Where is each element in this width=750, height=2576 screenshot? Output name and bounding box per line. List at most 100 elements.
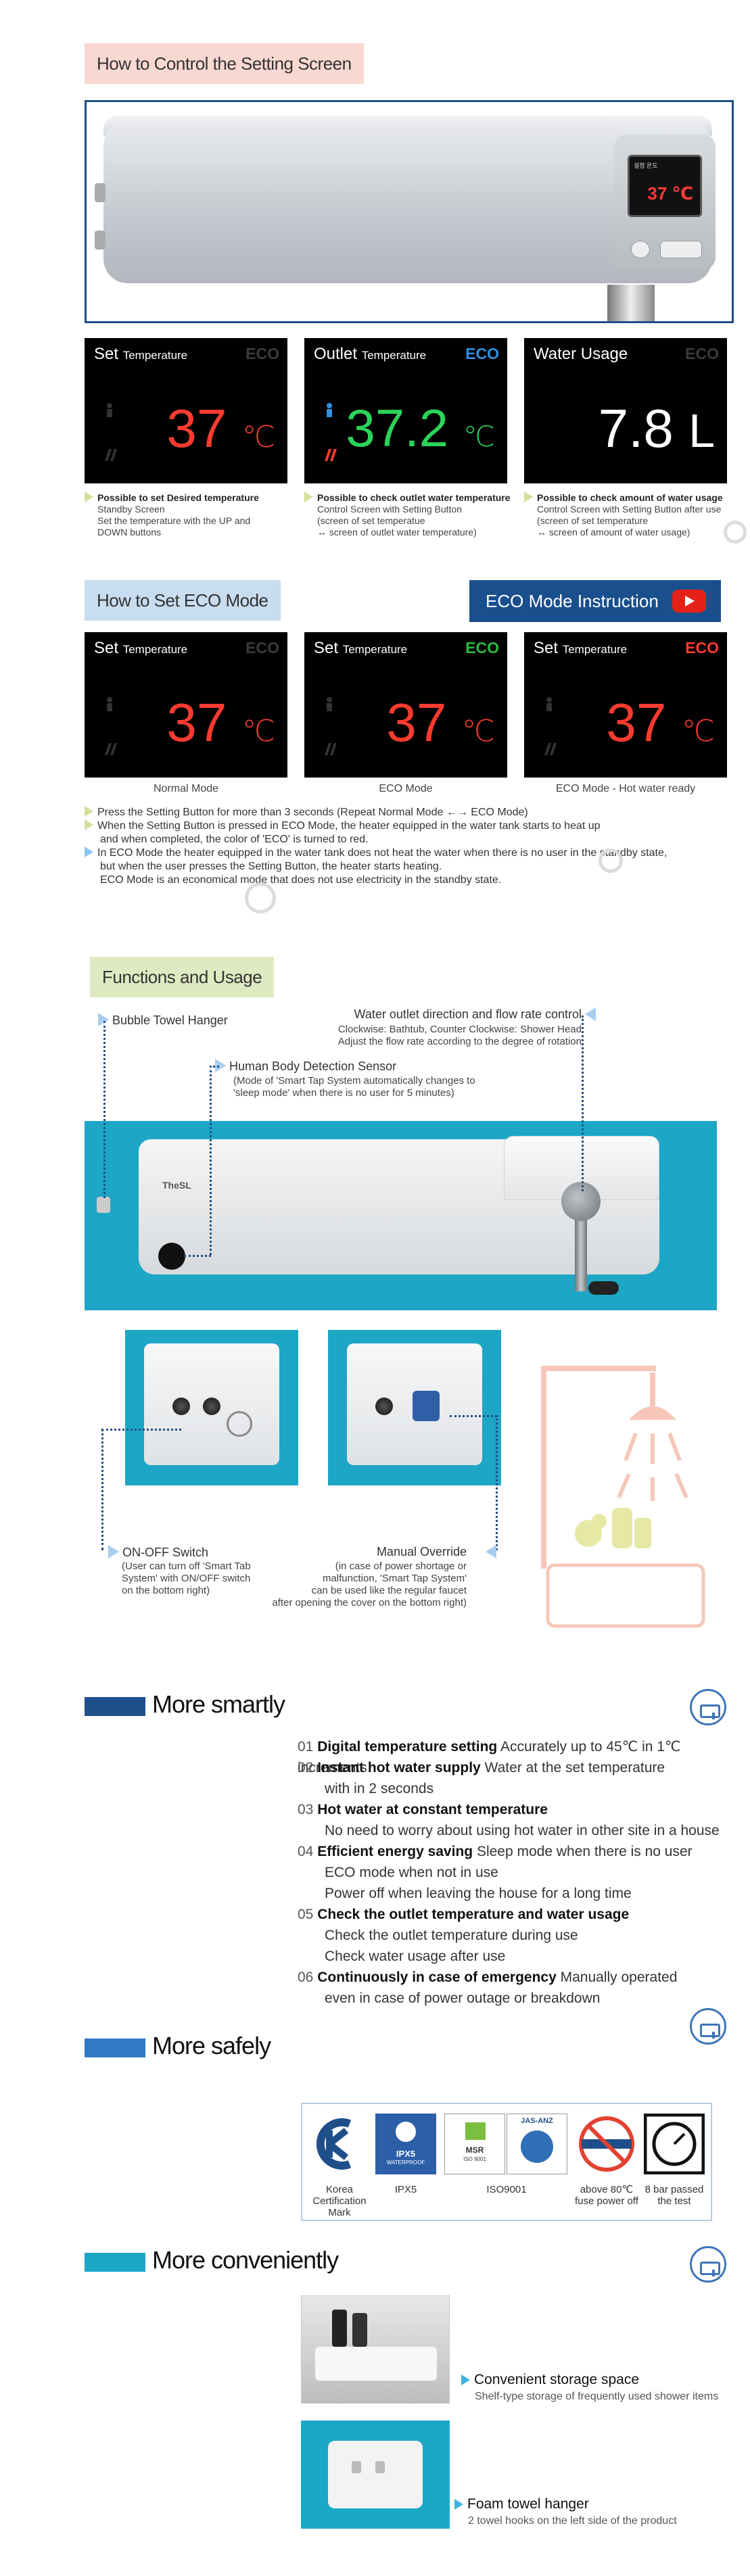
arrow-icon [98, 1013, 109, 1026]
screen-eco-hot-water-ready: Set Temperature ECO 37 ℃ [524, 632, 727, 778]
label-eco-hot-water: ECO Mode - Hot water ready [555, 783, 696, 794]
water-spout [607, 285, 655, 321]
iso-icon: MSR ISO 9001 [444, 2114, 505, 2174]
manual-override-lever[interactable] [413, 1391, 440, 1421]
label-water-outlet: Water outlet direction and flow rate con… [354, 1007, 582, 1021]
bullet-triangle-icon [85, 819, 93, 830]
bullet-triangle-icon [524, 492, 533, 502]
section-title-eco-mode: How to Set ECO Mode [85, 580, 281, 621]
outlet-valve-knob[interactable] [561, 1182, 601, 1221]
side-knob [95, 231, 106, 249]
eco-indicator: ECO [465, 345, 499, 362]
label-eco-mode: ECO Mode [379, 783, 433, 794]
faucet-icon [690, 2246, 726, 2283]
override-socket [375, 1398, 393, 1415]
youtube-play-icon [672, 590, 706, 613]
heater-icon [105, 449, 117, 461]
bullet-triangle-icon [304, 492, 313, 502]
photo-manual-override [328, 1330, 501, 1485]
eco-mode-instruction-button[interactable]: ECO Mode Instruction [469, 580, 721, 622]
convenience-title-storage: Convenient storage space [461, 2372, 639, 2388]
side-knob [95, 183, 106, 202]
person-sensor-icon [327, 697, 332, 711]
ipx5-icon: IPX5 WATERPROOF [375, 2114, 436, 2174]
caption-water-usage: Possible to check amount of water usage … [524, 492, 747, 538]
feature-02: 02 Instant hot water supply Water at the… [298, 1760, 665, 1775]
eco-indicator: ECO [245, 639, 279, 657]
label-normal-mode: Normal Mode [153, 783, 219, 794]
section-title-setting-screen: How to Control the Setting Screen [85, 43, 364, 84]
decorative-ring [724, 521, 747, 544]
convenience-title-towel: Foam towel hanger [454, 2496, 589, 2512]
screen-water-usage: Water Usage ECO 7.8 L [524, 338, 727, 483]
feature-06: 06 Continuously in case of emergency Man… [298, 1970, 678, 1985]
caption-set-temperature: Possible to set Desired temperature Stan… [85, 492, 301, 538]
bullet-triangle-icon [85, 492, 93, 502]
brand-logo: TheSL [162, 1180, 191, 1191]
arrow-icon [215, 1059, 226, 1072]
switch-socket[interactable] [172, 1398, 190, 1415]
caption-outlet-temperature: Possible to check outlet water temperatu… [304, 492, 528, 538]
label-manual-override: Manual Override [376, 1545, 467, 1558]
feature-04: 04 Efficient energy saving Sleep mode wh… [298, 1844, 693, 1859]
person-sensor-icon [327, 403, 332, 417]
pressure-gauge-icon [644, 2114, 705, 2174]
power-button[interactable] [631, 241, 650, 258]
person-sensor-icon [546, 697, 552, 711]
switch-socket [203, 1398, 220, 1415]
outlet-cap [588, 1281, 619, 1295]
eco-note-3b: but when the user presses the Setting Bu… [100, 861, 442, 872]
person-sensor-icon [107, 697, 112, 711]
arrow-icon [585, 1007, 596, 1021]
bullet-triangle-icon [85, 846, 93, 857]
towel-hook [97, 1197, 110, 1213]
eco-note-3c: ECO Mode is an economical mode that does… [100, 874, 502, 886]
screen-set-temperature: Set Temperature ECO 37 ℃ [85, 338, 287, 483]
feature-01: 01 Digital temperature setting Accuratel… [298, 1739, 681, 1775]
eco-note-2b: and when completed, the color of 'ECO' i… [100, 834, 369, 845]
bullet-triangle-icon [85, 806, 93, 817]
decorative-ring [599, 849, 623, 873]
screen-outlet-temperature: Outlet Temperature ECO 37.2 ℃ [304, 338, 507, 483]
photo-storage-shelf [301, 2295, 450, 2404]
photo-onoff-switch [125, 1330, 298, 1485]
product-photo-frame: 설정 온도 37 ℃ [85, 100, 734, 323]
faucet-icon [690, 1689, 726, 1725]
device-body [103, 121, 712, 283]
screen-eco-mode: Set Temperature ECO 37 ℃ [304, 632, 507, 778]
heater-icon [325, 743, 337, 755]
photo-towel-hanger [301, 2420, 450, 2529]
heater-icon [544, 743, 557, 755]
eco-note-2: When the Setting Button is pressed in EC… [85, 819, 601, 832]
shower-illustration [541, 1366, 705, 1628]
decorative-ring [245, 882, 276, 913]
up-down-buttons[interactable] [660, 241, 702, 258]
label-human-sensor: Human Body Detection Sensor [215, 1059, 396, 1074]
sensor-button [158, 1243, 185, 1270]
bullet-triangle-icon [454, 2499, 463, 2510]
eco-indicator: ECO [465, 639, 499, 657]
arrow-icon [486, 1545, 496, 1558]
label-towel-hanger: Bubble Towel Hanger [98, 1013, 228, 1028]
feature-03: 03 Hot water at constant temperature [298, 1802, 548, 1817]
convenience-sub-storage: Shelf-type storage of frequently used sh… [475, 2391, 719, 2402]
faucet-icon [690, 2008, 726, 2045]
tap-pipe [575, 1210, 587, 1291]
bullet-triangle-icon [461, 2375, 470, 2385]
certification-panel: Korea Certification Mark IPX5 WATERPROOF… [301, 2103, 712, 2221]
kc-mark-icon [316, 2118, 352, 2170]
jasanz-icon: JAS-ANZ [507, 2114, 567, 2174]
section-title-functions: Functions and Usage [90, 957, 275, 997]
person-sensor-icon [107, 403, 112, 417]
eco-indicator: ECO [685, 345, 719, 362]
heater-icon [105, 743, 117, 755]
convenience-sub-towel: 2 towel hooks on the left side of the pr… [468, 2515, 677, 2527]
eco-note-1: Press the Setting Button for more than 3… [85, 806, 528, 819]
feature-05: 05 Check the outlet temperature and wate… [298, 1907, 630, 1922]
device-display: 설정 온도 37 ℃ [628, 155, 702, 217]
heater-icon [325, 449, 337, 461]
eco-note-3: In ECO Mode the heater equipped in the w… [85, 846, 667, 859]
fuse-icon [579, 2116, 634, 2172]
arrow-icon [108, 1545, 119, 1558]
eco-indicator: ECO [245, 345, 279, 362]
